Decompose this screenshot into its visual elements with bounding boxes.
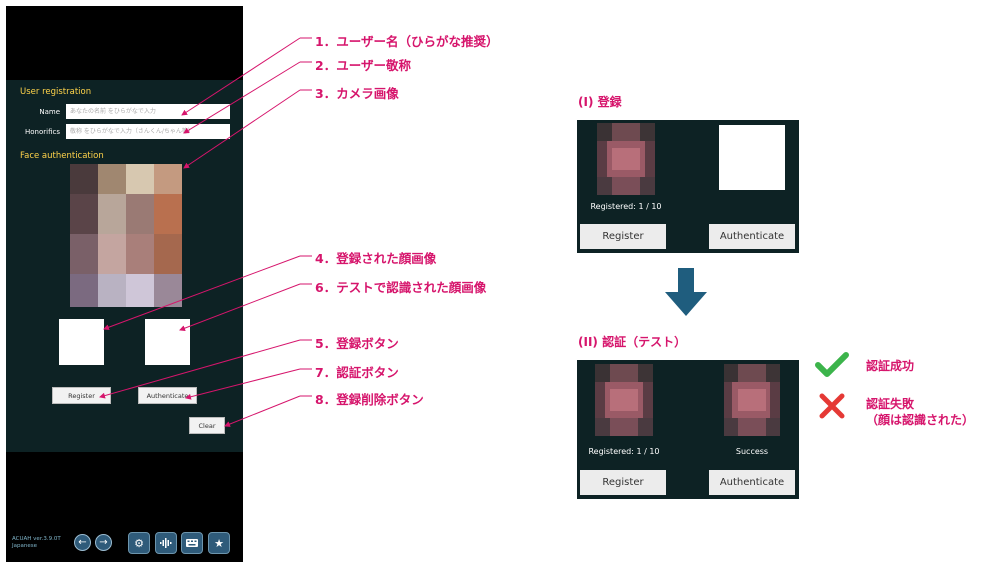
name-label: Name — [39, 108, 60, 116]
annotation-2: 2．ユーザー敬称 — [315, 58, 411, 73]
demo1-registered-face — [597, 123, 655, 195]
name-input[interactable] — [66, 104, 230, 119]
demo1-register-button[interactable]: Register — [580, 224, 666, 249]
legend-success-label: 認証成功 — [866, 359, 915, 373]
legend-fail-note: （顔は認識された） — [866, 413, 975, 427]
annotation-4: 4．登録された顔画像 — [315, 251, 437, 266]
demo1-caption: Registered: 1 / 10 — [590, 202, 662, 211]
annotation-8: 8．登録削除ボタン — [315, 392, 424, 407]
down-arrow-icon — [665, 268, 707, 316]
arrow-left-icon[interactable]: ← — [74, 534, 91, 551]
demo1-authenticate-button[interactable]: Authenticate — [709, 224, 795, 249]
registered-face-image — [59, 319, 104, 365]
keyboard-icon[interactable] — [181, 532, 203, 554]
section-title-registration: User registration — [20, 87, 92, 97]
honorifics-label: Honorifics — [25, 128, 60, 136]
demo2-registered-face — [595, 364, 653, 436]
register-button[interactable]: Register — [52, 387, 111, 404]
demo2-caption-right: Success — [735, 447, 769, 456]
section-title-face: Face authentication — [20, 151, 104, 161]
annotation-5: 5．登録ボタン — [315, 336, 399, 351]
camera-image — [70, 164, 182, 307]
microphone-icon[interactable] — [155, 532, 177, 554]
demo2-authenticate-button[interactable]: Authenticate — [709, 470, 795, 495]
demo2-caption-left: Registered: 1 / 10 — [588, 447, 660, 456]
check-icon — [815, 352, 849, 377]
star-icon[interactable]: ★ — [208, 532, 230, 554]
annotation-3: 3．カメラ画像 — [315, 86, 399, 101]
gear-icon[interactable]: ⚙ — [128, 532, 150, 554]
legend-fail-label: 認証失敗 — [866, 397, 915, 411]
demo1-test-face — [719, 125, 785, 190]
authenticate-button[interactable]: Authenticate — [138, 387, 197, 404]
annotation-7: 7．認証ボタン — [315, 365, 399, 380]
version-text: ACUAH ver.3.9.0T Japanese — [12, 536, 61, 549]
honorifics-input[interactable] — [66, 124, 230, 139]
demo2-title: (II) 認証（テスト） — [578, 335, 687, 349]
annotation-6: 6．テストで認識された顔画像 — [315, 280, 487, 295]
demo2-test-face — [724, 364, 780, 436]
demo1-title: (I) 登録 — [578, 95, 622, 109]
annotation-1: 1．ユーザー名（ひらがな推奨） — [315, 34, 499, 49]
arrow-right-icon[interactable]: → — [95, 534, 112, 551]
cross-icon — [819, 393, 845, 419]
demo2-register-button[interactable]: Register — [580, 470, 666, 495]
